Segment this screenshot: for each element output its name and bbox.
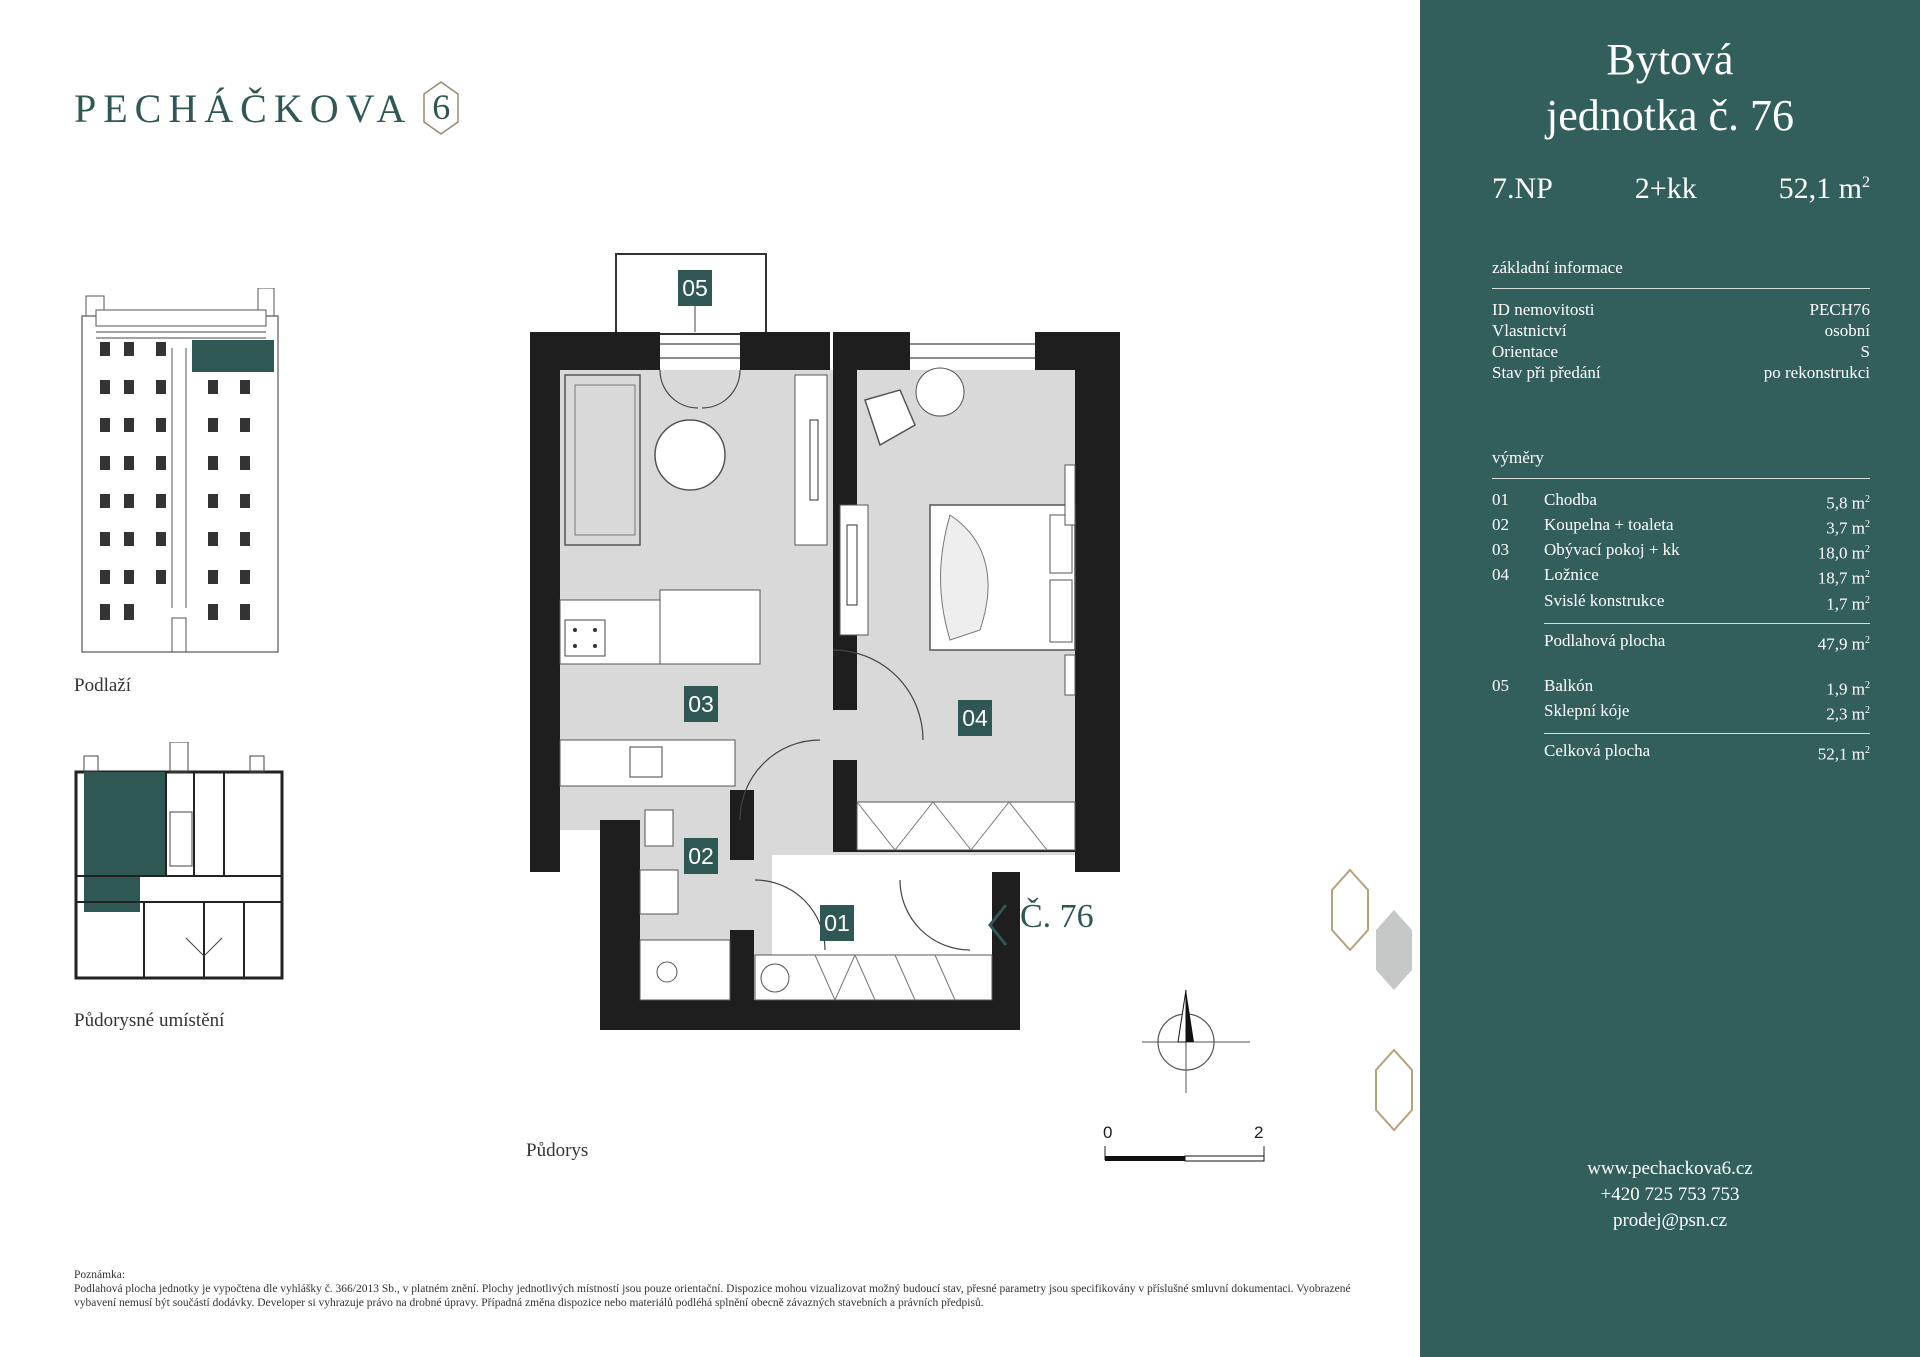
contacts: www.pechackova6.cz +420 725 753 753 prod… (1420, 1156, 1920, 1234)
logo-word: PECHÁČKOVA (74, 85, 413, 131)
scale-end: 2 (1254, 1123, 1264, 1142)
unit-title-line2: jednotka č. 76 (1545, 91, 1795, 140)
room-02-tag: 02 (684, 838, 718, 874)
unit-layout: 2+kk (1634, 172, 1697, 205)
floor-plan-caption: Půdorys (526, 1140, 589, 1161)
unit-info-panel: Bytová jednotka č. 76 7.NP 2+kk 52,1 m2 … (1420, 0, 1920, 1357)
key-figures: 7.NP 2+kk 52,1 m2 (1492, 172, 1870, 206)
phone-link[interactable]: +420 725 753 753 (1600, 1184, 1740, 1205)
website-link[interactable]: www.pechackova6.cz (1587, 1158, 1753, 1179)
unit-title: Bytová jednotka č. 76 (1420, 32, 1920, 144)
logo-number: 6 (432, 87, 451, 127)
room-04-tag: 04 (958, 700, 992, 736)
scale-bar (1104, 1146, 1265, 1162)
scale-start: 0 (1103, 1123, 1113, 1142)
floor-plan (530, 253, 1120, 1030)
room-01-tag: 01 (820, 905, 854, 941)
areas-head: výměry (1492, 448, 1870, 479)
floor-position-thumbnail (74, 742, 284, 980)
north-arrow-icon (1142, 989, 1250, 1093)
building-facade-thumbnail (81, 288, 279, 653)
footnote: Poznámka: Podlahová plocha jednotky je v… (74, 1268, 1374, 1310)
floor-caption: Podlaží (74, 675, 131, 696)
unit-area: 52,1 m2 (1778, 172, 1870, 205)
unit-title-line1: Bytová (1606, 35, 1734, 84)
basic-info-head: základní informace (1492, 258, 1870, 289)
unit-entry-tag: Č. 76 (1020, 898, 1094, 935)
floor-level: 7.NP (1492, 172, 1553, 205)
email-link[interactable]: prodej@psn.cz (1612, 1210, 1728, 1231)
footnote-text: Podlahová plocha jednotky je vypočtena d… (74, 1283, 1351, 1309)
position-caption: Půdorysné umístění (74, 1010, 225, 1031)
logo-hexagon-icon: 6 (422, 80, 460, 136)
room-03-tag: 03 (684, 686, 718, 722)
brand-logo: PECHÁČKOVA 6 (74, 78, 460, 138)
footnote-title: Poznámka: (74, 1269, 126, 1281)
room-05-tag: 05 (678, 270, 712, 306)
